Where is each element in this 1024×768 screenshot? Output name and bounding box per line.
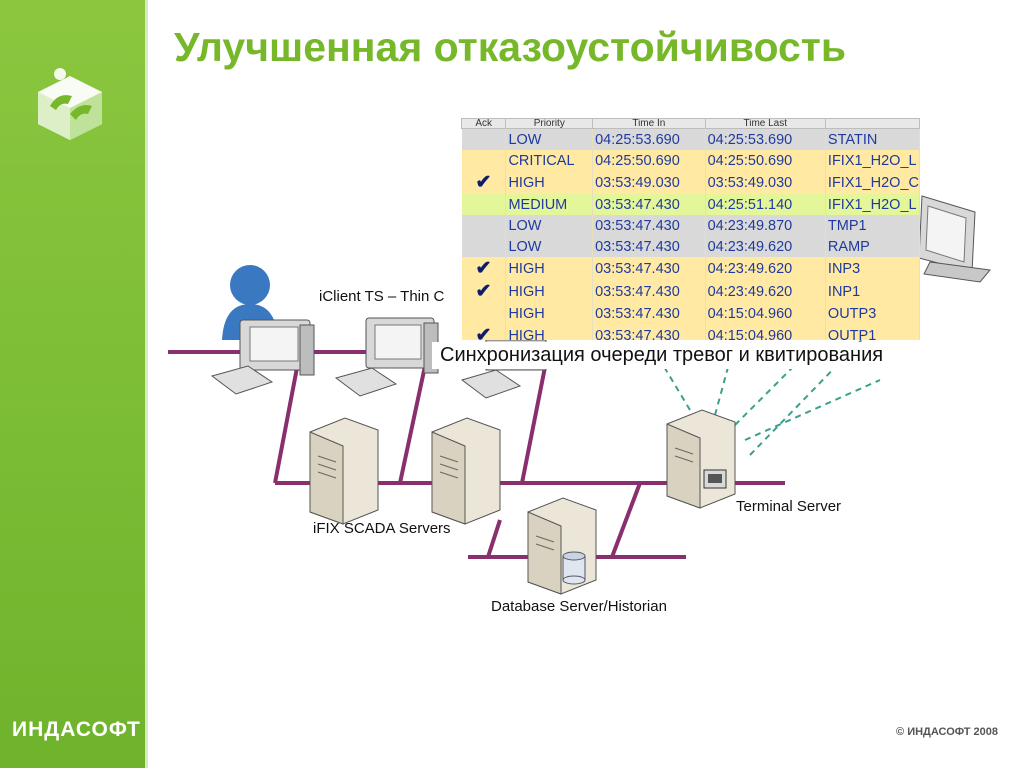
tag-cell: IFIX1_H2O_C — [825, 171, 920, 194]
priority-cell: MEDIUM — [505, 194, 594, 215]
tag-cell: IFIX1_H2O_L — [825, 150, 920, 171]
time-last-cell: 04:25:51.140 — [705, 194, 826, 215]
slide-title: Улучшенная отказоустойчивость — [174, 24, 847, 70]
time-in-cell: 04:25:50.690 — [592, 150, 706, 171]
server-icon — [666, 409, 736, 509]
database-cylinder-icon — [562, 551, 586, 585]
time-last-cell: 04:23:49.870 — [705, 215, 826, 236]
column-header: Time Last — [704, 118, 826, 129]
ack-cell: ✔ — [461, 324, 507, 340]
time-in-cell: 03:53:47.430 — [592, 215, 706, 236]
sync-caption: Синхронизация очереди тревог и квитирова… — [432, 342, 892, 369]
ack-cell — [461, 194, 507, 215]
time-in-cell: 03:53:47.430 — [592, 194, 706, 215]
time-last-cell: 04:23:49.620 — [705, 257, 826, 280]
column-header — [824, 118, 920, 129]
workstation-icon — [210, 319, 315, 395]
time-in-cell: 03:53:49.030 — [592, 171, 706, 194]
time-last-cell: 04:25:50.690 — [705, 150, 826, 171]
server-icon — [309, 417, 379, 525]
terminal-server-label: Terminal Server — [736, 498, 842, 515]
priority-cell: HIGH — [505, 303, 594, 324]
time-last-cell: 04:23:49.620 — [705, 236, 826, 257]
tag-cell: RAMP — [825, 236, 920, 257]
ack-cell: ✔ — [461, 171, 507, 194]
ack-cell: ✔ — [461, 280, 507, 303]
priority-cell: CRITICAL — [505, 150, 594, 171]
priority-cell: HIGH — [505, 171, 594, 194]
priority-cell: HIGH — [505, 257, 594, 280]
time-last-cell: 04:15:04.960 — [705, 303, 826, 324]
copyright-text: © ИНДАСОФТ 2008 — [896, 726, 998, 738]
time-in-cell: 03:53:47.430 — [592, 324, 706, 340]
ack-cell — [461, 150, 507, 171]
scada-servers-label: iFIX SCADA Servers — [313, 520, 451, 537]
column-header: Time In — [592, 118, 706, 129]
brand-name: ИНДАСОФТ — [12, 718, 141, 741]
monitor-icon — [918, 195, 991, 283]
priority-cell: HIGH — [505, 324, 594, 340]
time-last-cell: 04:23:49.620 — [705, 280, 826, 303]
alarm-table-header: Ack Priority Time In Time Last — [461, 118, 920, 129]
network-diagram — [168, 195, 991, 595]
priority-cell: HIGH — [505, 280, 594, 303]
tag-cell: INP1 — [825, 280, 920, 303]
ack-cell — [461, 128, 507, 150]
column-header: Ack — [461, 118, 507, 129]
iclient-label: iClient TS – Thin C — [319, 288, 445, 305]
ack-cell — [461, 215, 507, 236]
tag-cell: TMP1 — [825, 215, 920, 236]
database-server-label: Database Server/Historian — [491, 598, 667, 615]
priority-cell: LOW — [505, 215, 594, 236]
priority-cell: LOW — [505, 128, 594, 150]
time-in-cell: 03:53:47.430 — [592, 303, 706, 324]
tag-cell: OUTP1 — [825, 324, 920, 340]
time-last-cell: 04:15:04.960 — [705, 324, 826, 340]
time-last-cell: 04:25:53.690 — [705, 128, 826, 150]
tag-cell: INP3 — [825, 257, 920, 280]
workstation-icon — [334, 317, 439, 397]
tag-cell: IFIX1_H2O_L — [825, 194, 920, 215]
company-logo-icon — [38, 68, 102, 140]
time-in-cell: 04:25:53.690 — [592, 128, 706, 150]
priority-cell: LOW — [505, 236, 594, 257]
ack-cell — [461, 236, 507, 257]
ack-cell — [461, 303, 507, 324]
time-in-cell: 03:53:47.430 — [592, 257, 706, 280]
time-last-cell: 03:53:49.030 — [705, 171, 826, 194]
ack-cell: ✔ — [461, 257, 507, 280]
sidebar-divider — [145, 0, 148, 768]
tag-cell: OUTP3 — [825, 303, 920, 324]
server-icon — [527, 497, 597, 595]
column-header: Priority — [505, 118, 594, 129]
tag-cell: STATIN — [825, 128, 920, 150]
time-in-cell: 03:53:47.430 — [592, 236, 706, 257]
time-in-cell: 03:53:47.430 — [592, 280, 706, 303]
server-icon — [431, 417, 501, 525]
